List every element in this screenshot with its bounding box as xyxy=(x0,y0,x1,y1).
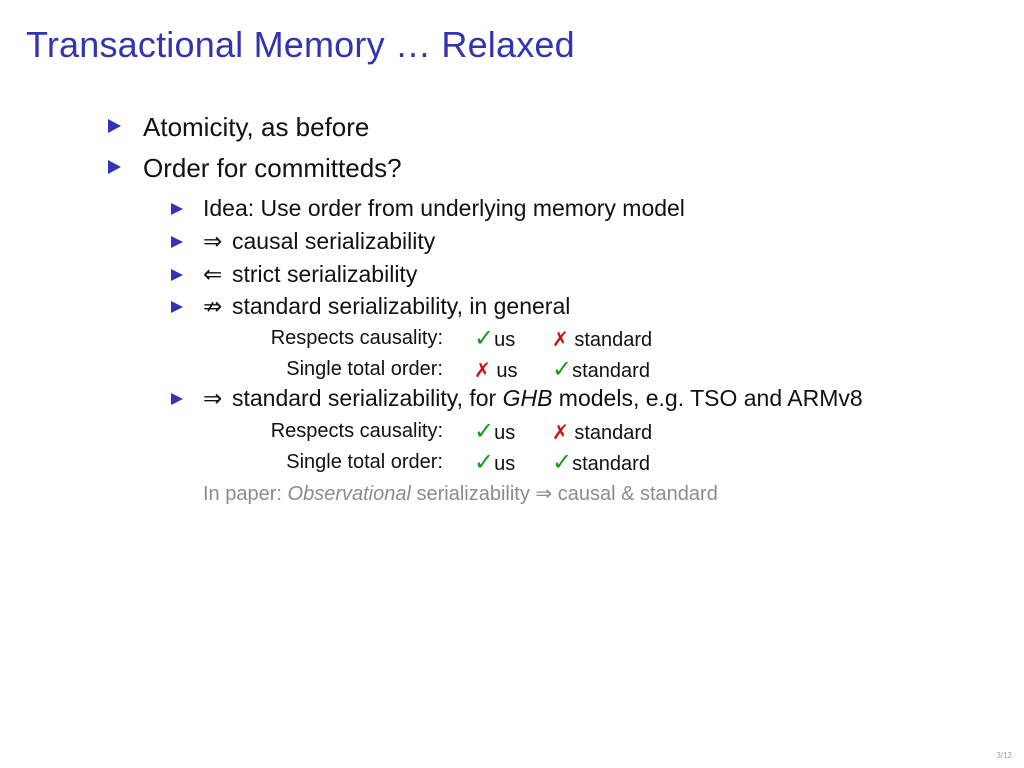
table1-row-causality-standard: ✗ standard xyxy=(552,329,653,351)
cross-icon: ✗ xyxy=(552,329,569,351)
sub-bullet-triangle-icon xyxy=(171,393,183,405)
table1-row-causality-us: ✓us xyxy=(474,325,516,352)
implied-by-icon: ⇐ xyxy=(203,261,223,287)
check-icon: ✓ xyxy=(474,325,495,352)
not-implies-icon: ⇏ xyxy=(203,293,223,319)
cross-icon: ✗ xyxy=(552,422,569,444)
check-icon: ✓ xyxy=(474,418,495,445)
sub-bullet-triangle-icon xyxy=(171,203,183,215)
bullet-atomicity: Atomicity, as before xyxy=(143,112,370,142)
slide-title: Transactional Memory … Relaxed xyxy=(26,24,575,65)
implies-icon: ⇒ xyxy=(203,385,223,411)
check-icon: ✓ xyxy=(552,449,573,476)
table1-row-order-standard: ✓standard xyxy=(552,356,650,383)
check-icon: ✓ xyxy=(552,356,573,383)
page-number: 3/12 xyxy=(996,751,1012,760)
sub-bullet-causal: ⇒causal serializability xyxy=(203,228,436,254)
sub-bullet-standard-general: ⇏standard serializability, in general xyxy=(203,293,571,319)
sub-bullet-idea: Idea: Use order from underlying memory m… xyxy=(203,195,685,221)
cross-icon: ✗ xyxy=(474,360,491,382)
bullet-triangle-icon xyxy=(108,119,121,133)
sub-bullet-triangle-icon xyxy=(171,269,183,281)
sub-bullet-triangle-icon xyxy=(171,236,183,248)
implies-icon: ⇒ xyxy=(203,228,223,254)
table1-row-order-us: ✗ us xyxy=(474,360,518,382)
table2-row-causality-standard: ✗ standard xyxy=(552,422,653,444)
check-icon: ✓ xyxy=(474,449,495,476)
table2-row-order-standard: ✓standard xyxy=(552,449,650,476)
sub-bullet-triangle-icon xyxy=(171,301,183,313)
sub-bullet-standard-ghb: ⇒standard serializability, for GHB model… xyxy=(203,385,863,411)
table2-row-causality-us: ✓us xyxy=(474,418,516,445)
paper-note: In paper: Observational serializability … xyxy=(203,483,718,505)
bullet-order: Order for committeds? xyxy=(143,153,402,183)
table2-row-order-us: ✓us xyxy=(474,449,516,476)
sub-bullet-strict: ⇐strict serializability xyxy=(203,261,418,287)
bullet-triangle-icon xyxy=(108,160,121,174)
